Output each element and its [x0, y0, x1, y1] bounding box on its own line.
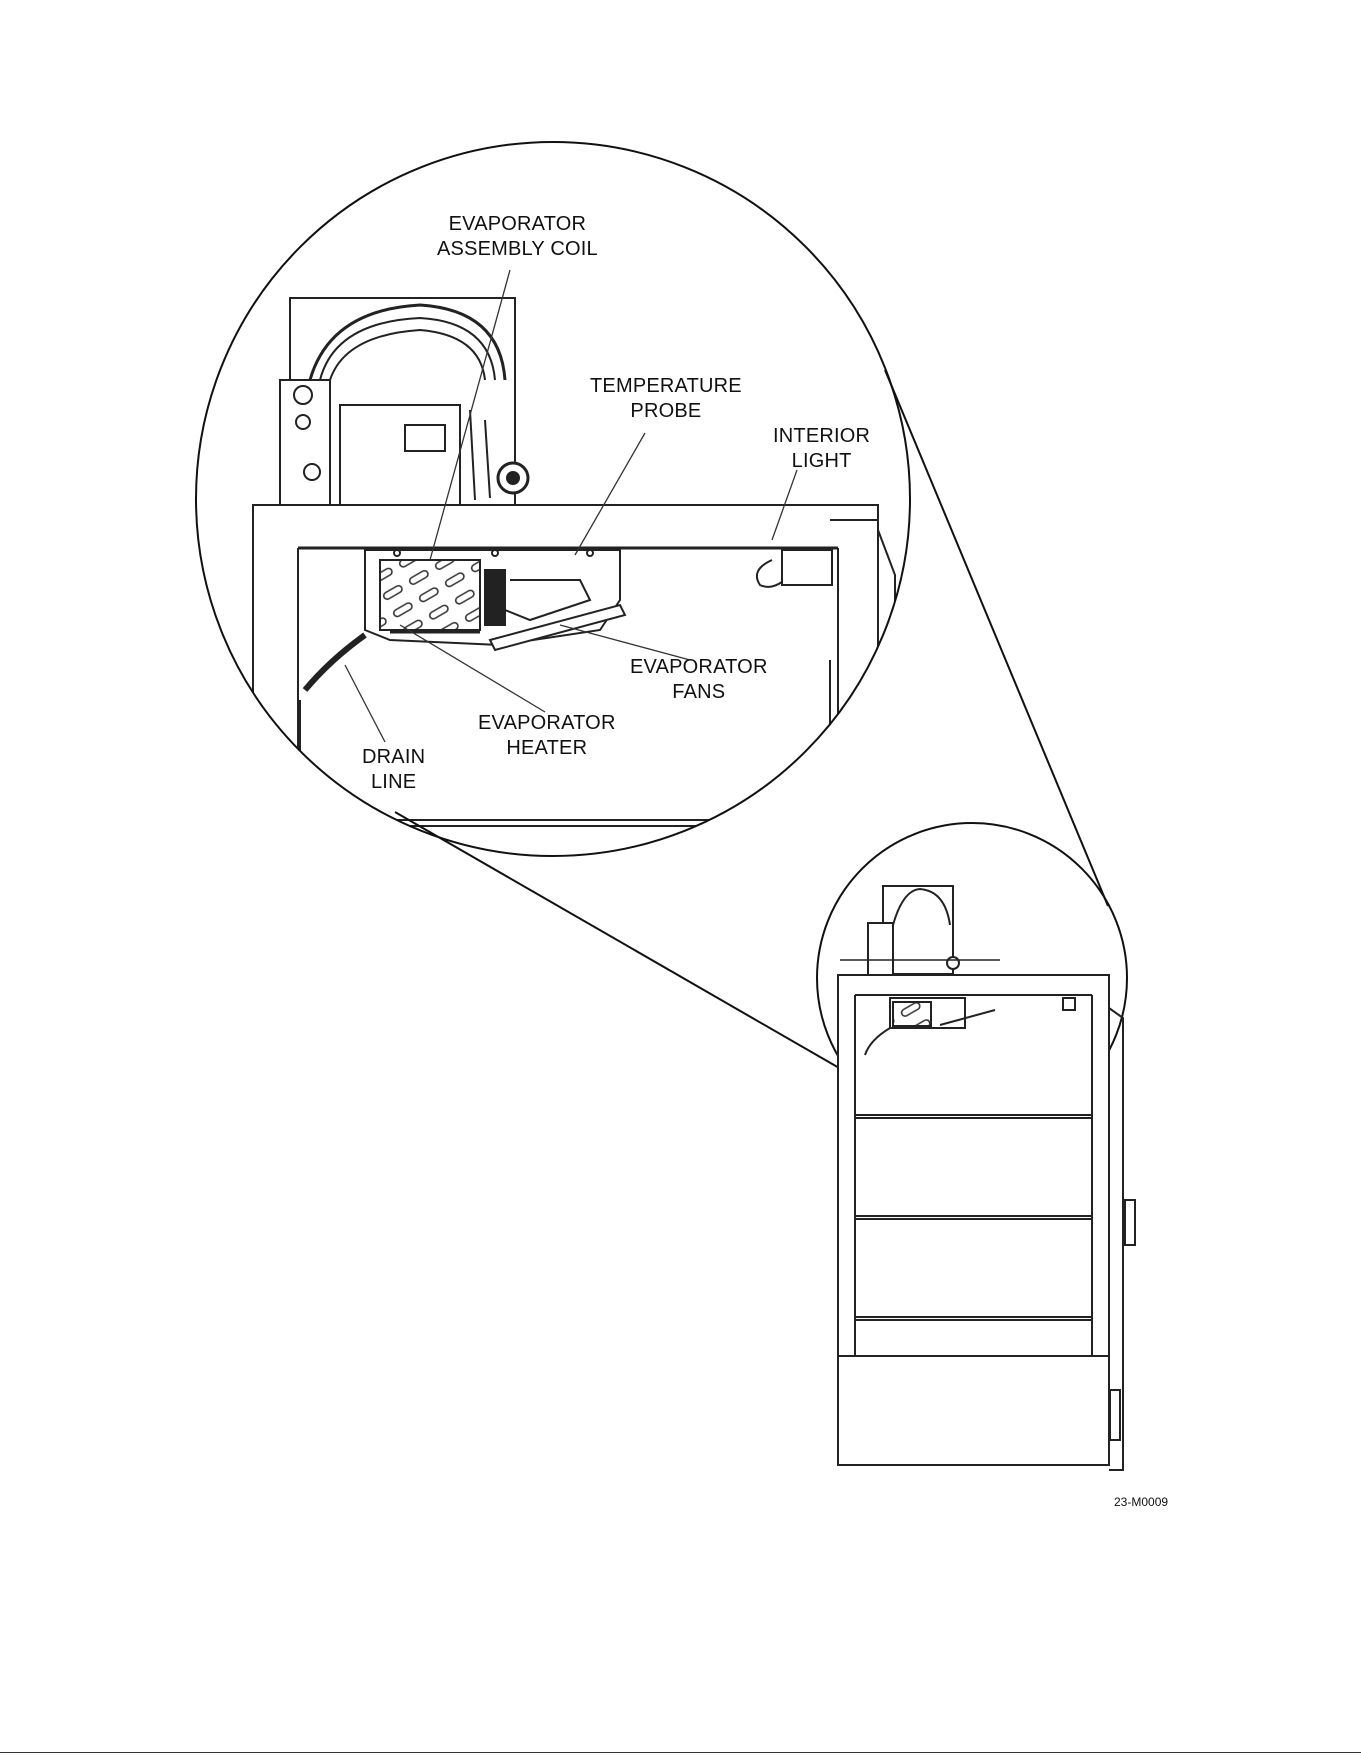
callout-evaporator-heater: EVAPORATOR HEATER	[478, 711, 616, 761]
callout-evaporator-fans: EVAPORATOR FANS	[630, 655, 768, 705]
callout-evaporator-assembly-coil: EVAPORATOR ASSEMBLY COIL	[437, 212, 598, 262]
callout-drain-line: DRAIN LINE	[362, 745, 425, 795]
callout-interior-light: INTERIOR LIGHT	[773, 424, 870, 474]
tangent-line-lower	[395, 812, 860, 1080]
figure-number: 23-M0009	[1114, 1495, 1168, 1509]
page-bottom-rule	[0, 1752, 1361, 1753]
magnified-detail	[253, 298, 895, 905]
callout-temperature-probe: TEMPERATURE PROBE	[590, 374, 742, 424]
refrigerator-full-view	[838, 886, 1135, 1470]
